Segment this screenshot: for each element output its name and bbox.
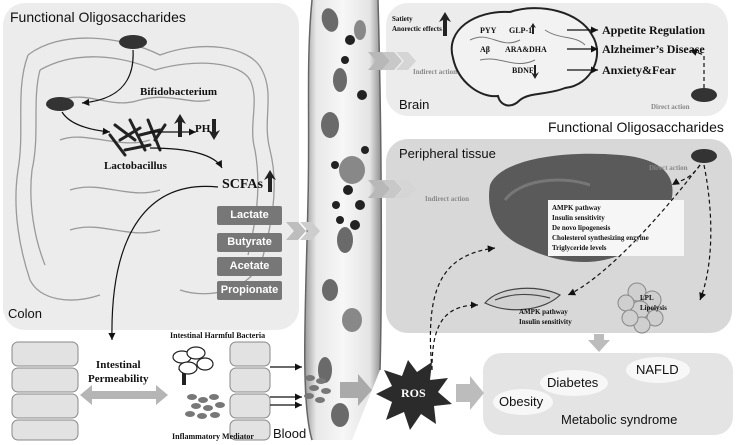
liver-effect-insulin: Insulin sensitivity [552,214,605,222]
appetite-regulation-label: Appetite Regulation [602,23,705,37]
muscle-effect-insulin: Insulin sensitivity [519,318,572,326]
inflammatory-mediator-icon [185,394,225,419]
peripheral-to-metabolic-arrow [588,334,610,352]
ab-label: Aβ [480,45,490,54]
indirect-action-label: Indirect action [413,68,458,76]
liver-effect-ampk: AMPK pathway [552,204,601,212]
obesity-bubble [493,389,553,415]
indirect-action-arrow [368,52,416,70]
acetate-box: Acetate [217,257,282,276]
direct-action-label: Direct action [649,164,688,172]
red-blood-cells [318,8,366,427]
indirect-action-arrow [368,180,416,198]
increase-arrow-icon [439,12,451,36]
muscle-effect-ampk: AMPK pathway [519,308,568,316]
adipose-illustration [617,282,664,334]
alzheimers-label: Alzheimer’s Disease [602,42,705,56]
diabetes-bubble [540,370,608,396]
permeability-line: Permeability [88,373,149,385]
decrease-arrow-icon [208,119,220,140]
metabolic-syndrome-label: Metabolic syndrome [561,412,678,427]
glp1-label: GLP-1 [509,26,533,35]
propionate-box: Propionate [217,281,282,300]
satiety-line: Anorectic effects [392,25,442,33]
harmful-bacteria-label: Intestinal Harmful Bacteria [170,331,266,340]
permeability-double-arrow [80,385,168,405]
obesity-label: Obesity [499,394,544,409]
diabetes-label: Diabetes [547,375,599,390]
satiety-label: Satiety Anorectic effects [392,14,442,34]
increase-arrow-icon [264,170,276,192]
scfa-to-blood-arrow [286,222,320,240]
liver-effect-triglyceride: Triglyceride levels [552,244,607,252]
blood-to-ros-arrow [340,374,372,406]
permeability-line: Intestinal [95,359,141,371]
ros-burst-icon [376,360,452,430]
pyy-label: PYY [480,26,497,35]
ph-label: PH [195,123,211,135]
intestinal-wall-illustration [11,341,79,441]
decrease-arrow-icon [531,65,539,79]
butyrate-box: Butyrate [217,233,282,252]
lactate-box: Lactate [217,206,282,225]
oligosaccharide-capsule-icon [691,149,717,163]
ros-to-metabolic-arrow [456,376,484,410]
intestinal-wall-illustration [229,341,271,441]
direct-action-label: Direct action [651,103,690,111]
liver-effects-box [548,200,684,256]
lactobacillus-label: Lactobacillus [104,160,167,172]
oligosaccharide-capsule-icon [119,35,147,49]
scfa-particles [331,35,369,230]
liver-effect-lipogenesis: De novo lipogenesis [552,224,611,232]
inflammatory-mediator-icon [304,375,331,403]
brain-label: Brain [399,97,430,112]
anxiety-fear-label: Anxiety&Fear [602,63,676,77]
increase-arrow-icon [530,23,536,34]
adipose-effect-lpl: LPL [640,294,654,302]
colon-label: Colon [8,306,42,321]
blood-label: Blood [273,426,307,441]
satiety-line: Satiety [392,15,413,23]
increase-arrow-icon [174,114,186,137]
bdnf-label: BDNF [512,66,534,75]
adipose-effects-list: LPL Lipolysis [640,293,667,313]
ara-dha-label: ARA&DHA [505,45,547,54]
nafld-label: NAFLD [636,362,679,377]
liver-effects-list: AMPK pathway Insulin sensitivity De novo… [552,203,649,253]
inflammatory-mediator-label: Inflammatory Mediator [172,432,254,441]
peripheral-oligo-title: Functional Oligosaccharides [548,119,724,135]
bacteria-cluster-icon [108,118,167,157]
muscle-effects-list: AMPK pathway Insulin sensitivity [519,307,572,327]
colon-oligo-title: Functional Oligosaccharides [10,9,186,25]
nafld-bubble [626,357,690,383]
intestinal-permeability-label: Intestinal Permeability [88,358,148,386]
indirect-action-label: Indirect action [425,195,470,203]
peripheral-tissue-label: Peripheral tissue [399,146,496,161]
liver-effect-cholesterol: Cholesterol synthesizing enzyme [552,234,649,242]
oligosaccharide-capsule-icon [46,97,74,111]
oligosaccharide-capsule-icon [691,88,717,102]
adipose-effect-lipolysis: Lipolysis [640,304,667,312]
brain-illustration [450,7,599,107]
harmful-bacteria-icon [172,346,214,375]
ros-label: ROS [401,386,426,400]
muscle-illustration [484,287,562,311]
bifidobacterium-label: Bifidobacterium [140,86,217,98]
scfas-label: SCFAs [222,177,263,192]
